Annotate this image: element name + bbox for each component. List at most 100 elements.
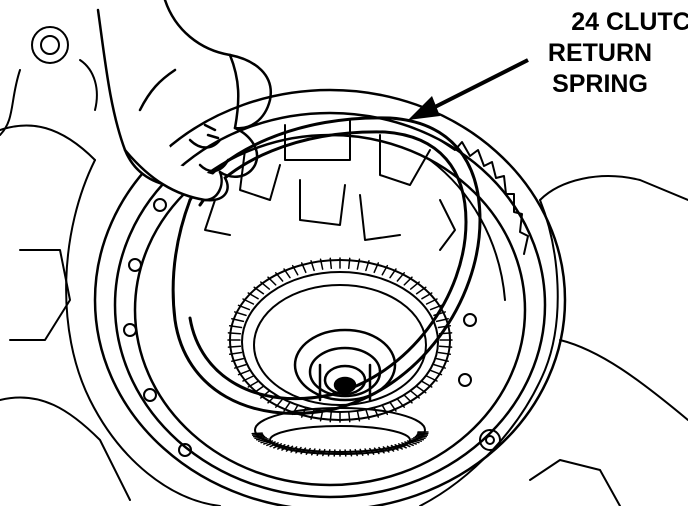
clutch-tooth [231, 318, 245, 323]
gear-tooth [260, 439, 271, 444]
clutch-tooth [415, 385, 427, 394]
clutch-tooth [356, 410, 361, 422]
gear-tooth [369, 447, 375, 455]
clutch-tooth [275, 272, 284, 282]
clutch-tooth [433, 363, 446, 369]
callout-line-2: RETURN [548, 39, 652, 67]
clutch-tooth [437, 351, 452, 355]
callout-line-1: 24 CLUTCH [571, 8, 688, 36]
clutch-tooth [329, 257, 333, 270]
clutch-tooth [433, 311, 446, 317]
clutch-tooth [409, 390, 420, 399]
clutch-tooth [381, 264, 389, 276]
clutch-tooth [421, 380, 433, 388]
gear-tooth [310, 448, 316, 456]
gear-tooth [390, 444, 399, 451]
clutch-tooth [267, 276, 277, 286]
center-hub [293, 328, 397, 402]
gear-tooth [300, 447, 307, 455]
callout-line-3: SPRING [552, 70, 648, 98]
clutch-pack [229, 259, 451, 455]
gear-tooth [254, 435, 266, 439]
gear-tooth [263, 440, 274, 445]
clutch-tooth [381, 404, 389, 416]
clutch-tooth [291, 264, 299, 276]
clutch-tooth [429, 304, 443, 311]
gear-tooth [344, 449, 347, 457]
clutch-tooth [267, 394, 277, 404]
clutch-tooth [438, 332, 453, 335]
clutch-tooth [347, 410, 351, 423]
clutch-tooth [438, 345, 453, 348]
clutch-tooth [247, 380, 259, 388]
clutch-tooth [227, 345, 242, 348]
gear-tooth [327, 449, 331, 457]
clutch-tooth [237, 369, 251, 376]
callout-label: 24 CLUTCH RETURN SPRING [548, 8, 688, 98]
clutch-tooth [421, 292, 433, 300]
clutch-tooth [347, 257, 351, 270]
clutch-tooth [396, 272, 405, 282]
gear-tooth [364, 448, 370, 456]
clutch-tooth [227, 332, 242, 335]
gear-tooth [406, 440, 417, 445]
clutch-tooth [373, 406, 380, 418]
gear-tooth [382, 446, 390, 453]
clutch-tooth [365, 408, 370, 420]
clutch-tooth [310, 408, 315, 420]
spring-fingers [204, 119, 456, 251]
gear-tooth [378, 446, 385, 454]
gear-tooth [397, 443, 407, 449]
gear-tooth [416, 433, 428, 436]
gear-tooth [354, 448, 358, 457]
hand-illustration [96, 0, 273, 202]
gear-tooth [273, 443, 283, 449]
clutch-tooth [253, 286, 265, 295]
gear-tooth [255, 437, 267, 441]
clutch-tooth [310, 260, 315, 272]
clutch-tooth [228, 351, 243, 355]
clutch-tooth [403, 276, 413, 286]
gear-tooth [414, 435, 426, 439]
gear-tooth [409, 439, 420, 444]
clutch-tooth [242, 375, 255, 382]
clutch-tooth [425, 298, 438, 305]
gear-tooth [277, 443, 286, 450]
gear-tooth [413, 437, 425, 441]
gear-tooth [349, 449, 353, 457]
clutch-tooth [300, 406, 307, 418]
clutch-tooth [437, 325, 452, 329]
gear-tooth [266, 441, 276, 447]
gear-tooth [252, 434, 265, 438]
clutch-tooth [329, 410, 333, 423]
clutch-tooth [291, 404, 299, 416]
clutch-tooth [237, 304, 251, 311]
gear-tooth [257, 438, 269, 442]
clutch-tooth [319, 410, 324, 422]
gear-tooth [373, 447, 380, 455]
gear-tooth [404, 441, 414, 447]
clutch-tooth [247, 292, 259, 300]
clutch-tooth [234, 363, 247, 369]
clutch-tooth [242, 298, 255, 305]
clutch-tooth [234, 311, 247, 317]
clutch-tooth [425, 375, 438, 382]
gear-tooth [386, 445, 395, 452]
clutch-tooth [389, 268, 397, 279]
clutch-tooth [409, 281, 420, 290]
clutch-tooth [373, 262, 380, 274]
gear-tooth [316, 448, 321, 456]
gear-tooth [269, 442, 279, 448]
gear-tooth [401, 442, 411, 448]
clutch-tooth [283, 268, 291, 279]
gear-tooth [359, 448, 364, 456]
gear-tooth [322, 448, 326, 457]
clutch-tooth [429, 369, 443, 376]
gear-tooth [411, 438, 423, 442]
clutch-tooth [389, 401, 397, 412]
clutch-tooth [415, 286, 427, 295]
clutch-tooth [253, 385, 265, 394]
outer-drum [93, 88, 567, 506]
gear-tooth [290, 446, 298, 453]
